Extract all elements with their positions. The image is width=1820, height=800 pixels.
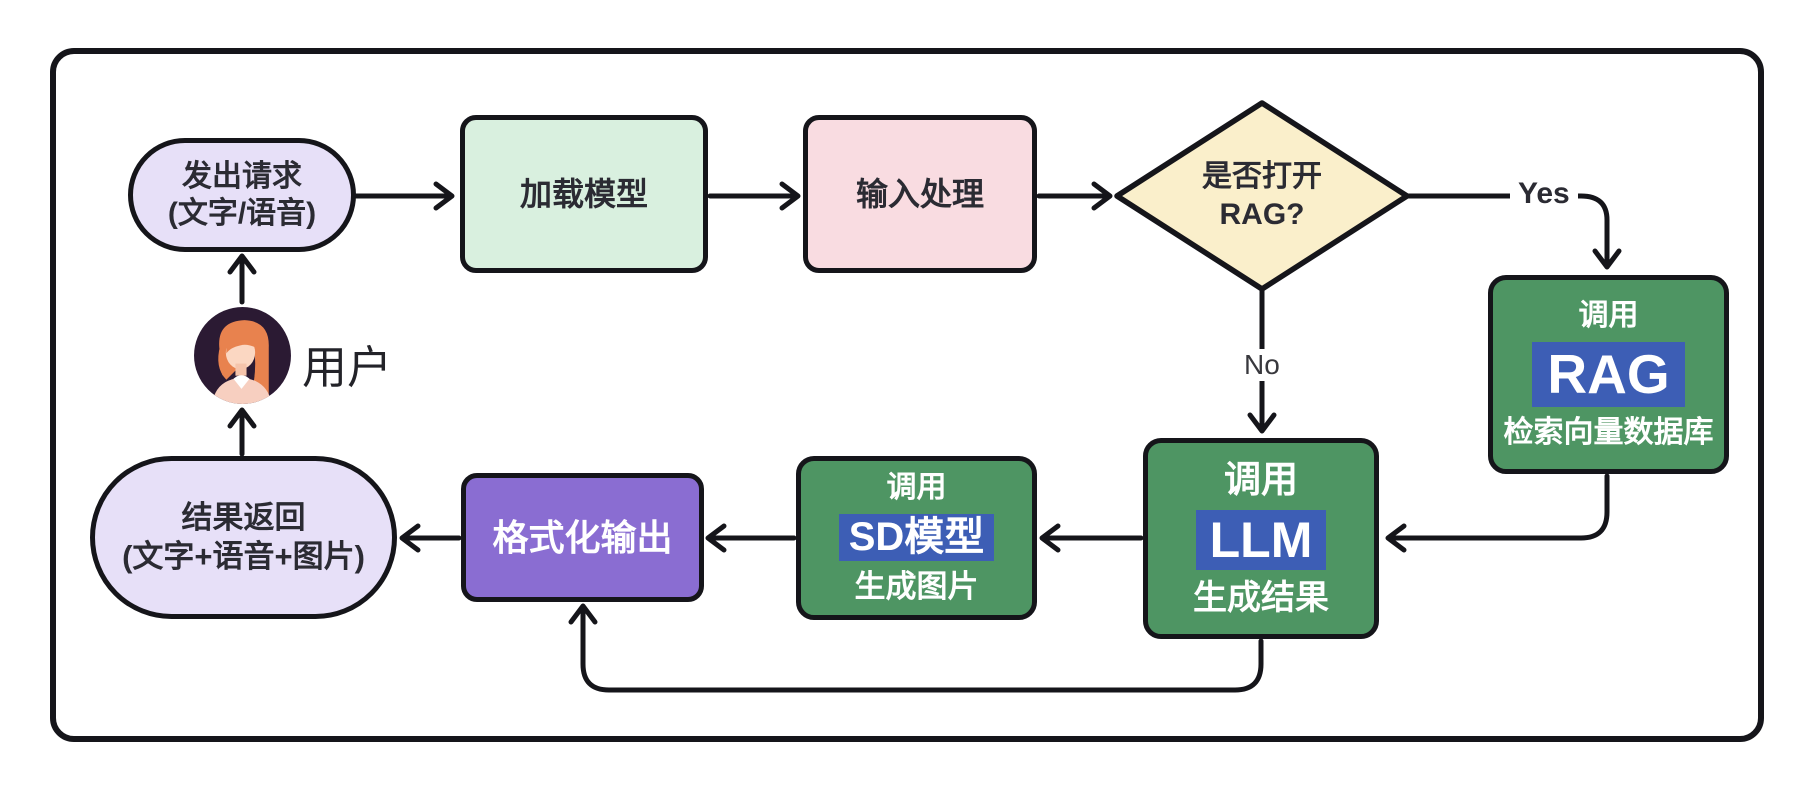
node-result-return: 结果返回 (文字+语音+图片) xyxy=(90,456,397,619)
edge-label-yes: Yes xyxy=(1510,177,1578,211)
user-label: 用户 xyxy=(302,342,393,393)
arrow-result-to-user xyxy=(227,407,257,457)
node-decision-rag: 是否打开 RAG? xyxy=(1152,148,1372,244)
arrow-user-to-request xyxy=(227,253,257,305)
result-return-line1: 结果返回 xyxy=(181,499,306,535)
send-request-line1: 发出请求 xyxy=(182,159,302,193)
arrow-sd-to-format xyxy=(705,523,797,553)
rag-call-label: 调用 xyxy=(1578,299,1639,333)
sd-highlight-chip: SD模型 xyxy=(838,513,995,561)
sd-subtitle: 生成图片 xyxy=(854,568,979,604)
result-return-line2: (文字+语音+图片) xyxy=(122,538,365,574)
rag-highlight-chip: RAG xyxy=(1532,341,1685,408)
node-call-llm: 调用 LLM 生成结果 xyxy=(1143,438,1379,639)
node-format-output: 格式化输出 xyxy=(461,473,704,602)
node-load-model: 加载模型 xyxy=(460,115,708,273)
decision-line1: 是否打开 xyxy=(1202,159,1322,193)
arrow-format-to-result xyxy=(399,523,462,553)
sd-call-label: 调用 xyxy=(886,471,947,505)
llm-subtitle: 生成结果 xyxy=(1193,579,1329,618)
llm-highlight-chip: LLM xyxy=(1195,510,1327,571)
arrow-request-to-load-model xyxy=(353,181,455,211)
arrow-load-model-to-input xyxy=(707,181,801,211)
user-avatar-icon xyxy=(194,307,291,404)
edge-label-no: No xyxy=(1236,349,1288,381)
node-send-request: 发出请求 (文字/语音) xyxy=(128,138,356,252)
rag-subtitle: 检索向量数据库 xyxy=(1503,416,1714,450)
decision-line2: RAG? xyxy=(1219,198,1305,231)
node-input-processing: 输入处理 xyxy=(803,115,1037,273)
node-call-sd-model: 调用 SD模型 生成图片 xyxy=(796,456,1037,620)
arrow-llm-to-sd xyxy=(1039,523,1144,553)
input-processing-label: 输入处理 xyxy=(855,176,984,212)
arrow-llm-loop-to-format xyxy=(568,603,1264,693)
send-request-line2: (文字/语音) xyxy=(167,197,317,230)
node-call-rag: 调用 RAG 检索向量数据库 xyxy=(1488,275,1729,474)
arrow-input-to-decision xyxy=(1036,181,1113,211)
llm-call-label: 调用 xyxy=(1224,459,1298,501)
format-output-label: 格式化输出 xyxy=(492,517,673,558)
load-model-label: 加载模型 xyxy=(519,176,648,212)
arrow-decision-yes-to-rag xyxy=(1404,193,1622,270)
arrow-rag-to-llm xyxy=(1385,473,1610,553)
